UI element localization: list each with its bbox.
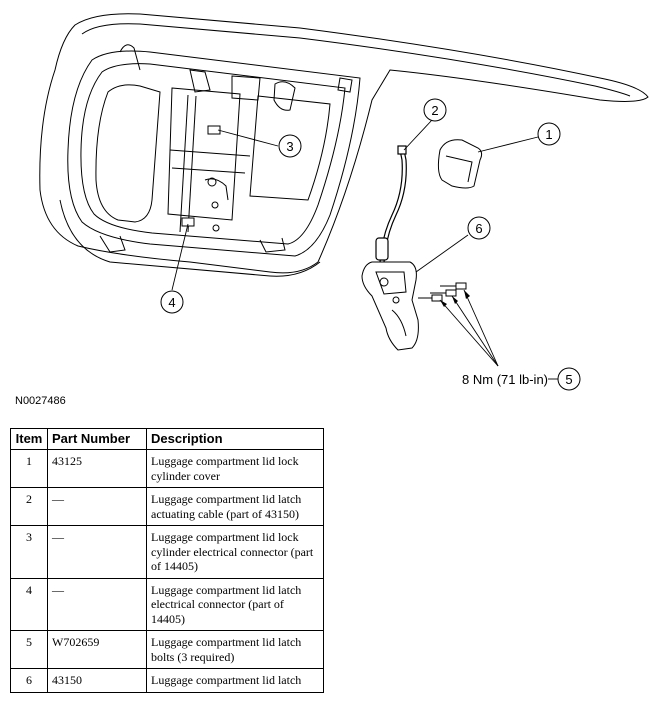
table-row: 3 — Luggage compartment lid lock cylinde… xyxy=(10,525,324,579)
callout-6: 6 xyxy=(467,216,491,240)
torque-spec: 8 Nm (71 lb-in) xyxy=(462,372,548,387)
callout-2: 2 xyxy=(423,98,447,122)
row-description: Luggage compartment lid latch electrical… xyxy=(146,577,324,631)
row-item: 6 xyxy=(10,668,48,693)
row-item: 2 xyxy=(10,487,48,526)
leader-2 xyxy=(403,119,433,151)
bolt-1 xyxy=(440,282,467,290)
callout-4: 4 xyxy=(160,290,184,314)
parts-table: Item Part Number Description 1 43125 Lug… xyxy=(10,428,324,693)
bolt-2 xyxy=(430,289,457,297)
row-part-number: 43125 xyxy=(47,449,147,488)
row-description: Luggage compartment lid latch actuating … xyxy=(146,487,324,526)
row-description: Luggage compartment lid lock cylinder co… xyxy=(146,449,324,488)
table-row: 5 W702659 Luggage compartment lid latch … xyxy=(10,630,324,669)
leader-4 xyxy=(171,223,189,291)
row-item: 4 xyxy=(10,577,48,631)
row-description: Luggage compartment lid lock cylinder el… xyxy=(146,525,324,579)
actuating-cable-illustration xyxy=(375,145,407,263)
callout-1-label: 1 xyxy=(545,127,552,142)
header-part-number: Part Number xyxy=(47,428,147,450)
bolt-3 xyxy=(418,294,443,302)
callout-leaders xyxy=(171,119,558,380)
luggage-lid-illustration xyxy=(39,13,649,277)
latch-bolts-illustration xyxy=(418,282,467,302)
callout-6-label: 6 xyxy=(475,221,482,236)
header-item: Item xyxy=(10,428,48,450)
header-description: Description xyxy=(146,428,324,450)
row-description: Luggage compartment lid latch xyxy=(146,668,324,693)
row-part-number: W702659 xyxy=(47,630,147,669)
leader-5b xyxy=(451,295,499,367)
callout-2-label: 2 xyxy=(431,103,438,118)
row-part-number: — xyxy=(47,577,147,631)
callout-3-label: 3 xyxy=(286,139,293,154)
leader-arrowheads xyxy=(440,290,470,307)
row-part-number: — xyxy=(47,525,147,579)
callout-3: 3 xyxy=(278,134,302,158)
row-item: 5 xyxy=(10,630,48,669)
table-header-row: Item Part Number Description xyxy=(10,428,324,450)
lock-cylinder-cover-illustration xyxy=(437,139,483,189)
table-row: 2 — Luggage compartment lid latch actuat… xyxy=(10,487,324,526)
table-row: 6 43150 Luggage compartment lid latch xyxy=(10,668,324,693)
callout-1: 1 xyxy=(537,122,561,146)
leader-1 xyxy=(477,136,539,153)
row-part-number: 43150 xyxy=(47,668,147,693)
row-item: 1 xyxy=(10,449,48,488)
callout-5: 5 xyxy=(557,367,581,391)
row-part-number: — xyxy=(47,487,147,526)
table-row: 1 43125 Luggage compartment lid lock cyl… xyxy=(10,449,324,488)
callout-4-label: 4 xyxy=(168,295,175,310)
exploded-view-diagram: 1 2 3 4 6 5 8 Nm (71 lb-in) xyxy=(39,13,649,391)
leader-3 xyxy=(217,129,279,147)
leader-5a xyxy=(463,289,499,367)
leader-5c xyxy=(439,299,499,367)
latch-assembly-illustration xyxy=(361,261,419,351)
figure-id: N0027486 xyxy=(15,395,66,407)
row-item: 3 xyxy=(10,525,48,579)
leader-6 xyxy=(415,234,469,273)
row-description: Luggage compartment lid latch bolts (3 r… xyxy=(146,630,324,669)
table-row: 4 — Luggage compartment lid latch electr… xyxy=(10,577,324,631)
callout-5-label: 5 xyxy=(565,372,572,387)
